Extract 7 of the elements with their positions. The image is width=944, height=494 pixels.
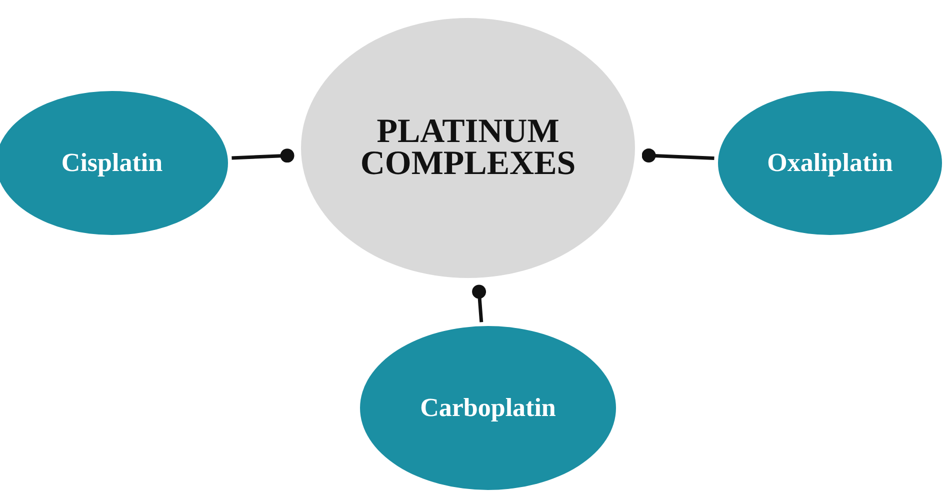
title-label: PLATINUM COMPLEXES	[359, 116, 577, 180]
connector-line	[472, 284, 486, 322]
drug-label: Oxaliplatin	[767, 148, 893, 178]
drug-label: Carboplatin	[420, 394, 556, 422]
drug-label: Cisplatin	[61, 148, 163, 178]
connector-line	[642, 148, 714, 162]
connector-line	[232, 148, 294, 163]
